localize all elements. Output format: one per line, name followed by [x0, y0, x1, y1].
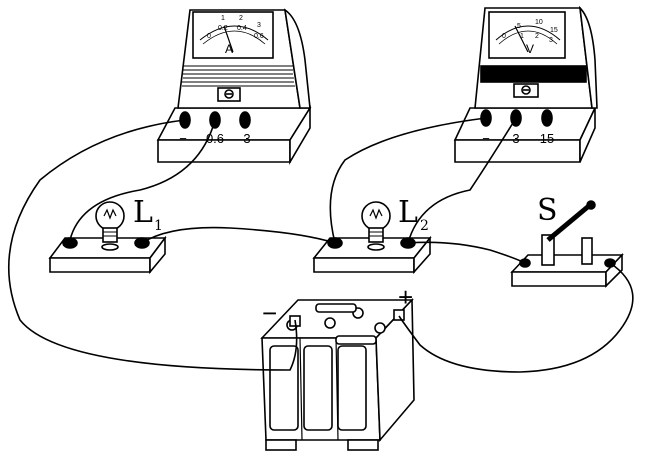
ammeter-label-3: 3 — [243, 131, 250, 146]
lamp1-subscript: 1 — [154, 218, 163, 234]
ammeter-unit: A — [225, 42, 233, 56]
switch-handle-icon — [586, 200, 596, 210]
lamp1-bulb-icon — [95, 201, 125, 231]
wires — [7, 117, 634, 373]
voltmeter-base-side — [579, 107, 596, 163]
lamp2-board-side — [413, 235, 431, 275]
switch-clip — [581, 237, 593, 265]
ammeter-base-side — [289, 105, 311, 165]
battery-plus-sign: + — [398, 282, 413, 312]
lamp2-bulb-icon — [361, 201, 391, 231]
wire-lamp2-to-switch — [407, 241, 526, 264]
ammeter-terminal-3 — [239, 111, 251, 129]
ammeter-tick-0.2: 0.2 — [218, 25, 228, 32]
battery-cell-2 — [303, 345, 333, 431]
lamp1-board-front — [49, 257, 151, 273]
ammeter — [156, 8, 312, 165]
voltmeter-dark-band — [480, 65, 587, 83]
wire-voltmeter-to-lamp2 — [407, 117, 517, 244]
battery — [260, 298, 415, 451]
voltmeter-tick-10: 10 — [535, 19, 543, 26]
wire-ammeter-to-lamp1 — [69, 119, 216, 241]
lamp1-board-side — [149, 235, 166, 275]
lamp2-label: L — [398, 195, 418, 230]
lamp1-label: L — [133, 195, 153, 230]
wire-voltmeter-neg-to-lamp2 — [329, 117, 487, 244]
voltmeter-label-3: 3 — [512, 131, 519, 146]
ammeter-tick-2: 2 — [239, 15, 243, 22]
ammeter-label-neg: − — [179, 131, 187, 146]
voltmeter-terminals — [480, 109, 553, 127]
wire-switch-to-battery — [398, 262, 634, 373]
battery-cell-3 — [337, 345, 367, 431]
lamp2-socket — [368, 227, 384, 243]
voltmeter-tick-2: 2 — [535, 33, 539, 40]
voltmeter-terminal-15 — [541, 109, 553, 127]
ammeter-tick-0.6: 0.6 — [254, 33, 264, 40]
lamp1-socket — [102, 227, 118, 243]
battery-minus-sign: − — [262, 298, 277, 328]
switch-hinge — [541, 234, 555, 266]
switch-board-front — [511, 271, 607, 287]
switch-label: S — [537, 193, 558, 228]
lamp2-subscript: 2 — [420, 218, 429, 234]
voltmeter-base-top — [453, 107, 597, 141]
switch-blade — [546, 203, 592, 242]
voltmeter-tick-15: 15 — [550, 27, 558, 34]
switch-s — [510, 200, 624, 288]
voltmeter-tick-5: 5 — [517, 23, 521, 30]
voltmeter-label-neg: − — [482, 131, 490, 146]
battery-pos-post — [393, 309, 405, 321]
wire-ammeter-neg-to-battery — [7, 119, 298, 371]
voltmeter-tick-3: 3 — [549, 37, 553, 44]
wire-lamp1-to-lamp2 — [141, 226, 336, 244]
voltmeter-unit: V — [526, 42, 534, 56]
ammeter-tick-1: 1 — [221, 15, 225, 22]
voltmeter-label-15: 15 — [540, 131, 554, 146]
ammeter-tick-0.4: 0.4 — [237, 25, 247, 32]
switch-board-side — [605, 252, 623, 288]
ammeter-tick-0: 0 — [207, 33, 211, 40]
lamp2-board-front — [313, 257, 415, 273]
voltmeter-tick-1: 1 — [520, 33, 524, 40]
ammeter-tick-3: 3 — [257, 22, 261, 29]
voltmeter-tick-0: 0 — [502, 33, 506, 40]
voltmeter — [453, 5, 598, 163]
